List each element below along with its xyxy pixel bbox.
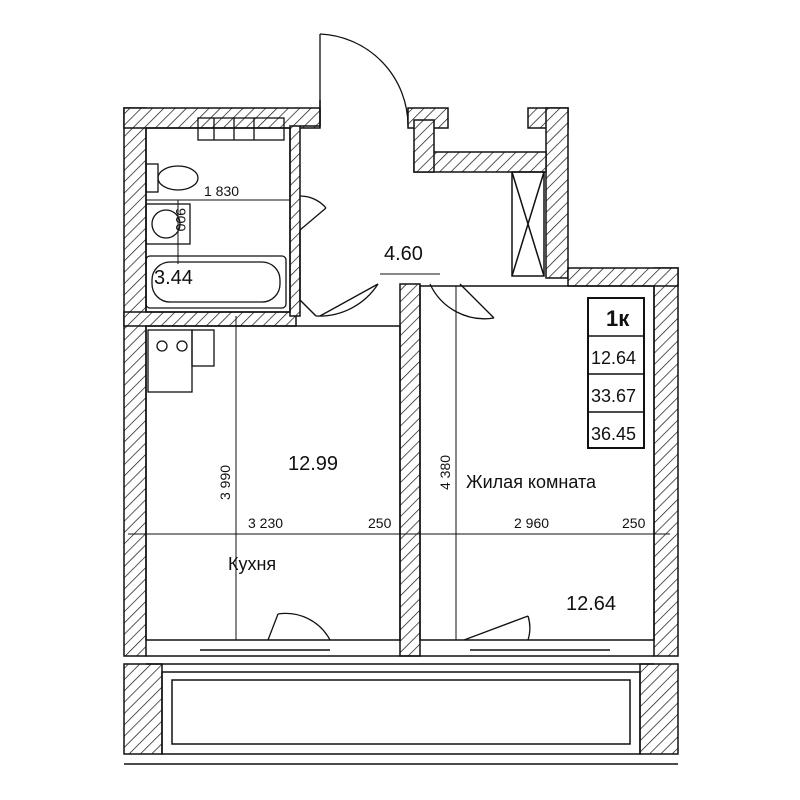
- living-area-value: 12.64: [591, 348, 636, 368]
- bathroom-area: 3.44: [154, 267, 193, 289]
- dim-kitchen-height: 3 990: [217, 465, 233, 500]
- dim-wall-2: 250: [622, 515, 646, 531]
- hallway-area: 4.60: [384, 243, 423, 265]
- living-room-name: Жилая комната: [466, 472, 597, 492]
- area-badge: 1к 12.64 33.67 36.45: [587, 297, 645, 449]
- wall-center: [399, 283, 421, 657]
- living-outline: [419, 285, 655, 641]
- bathtub-icon: [145, 255, 287, 309]
- wall-hall-niche-left: [413, 119, 435, 173]
- dim-wall-1: 250: [368, 515, 392, 531]
- kitchen-outline: [145, 325, 401, 641]
- total-area-value: 33.67: [591, 386, 636, 406]
- kitchen-area: 12.99: [288, 453, 338, 475]
- fixtures: [145, 117, 287, 393]
- heated-towel-rail-icon: [197, 117, 285, 141]
- shaft: [511, 171, 545, 277]
- doors: [267, 33, 531, 641]
- total-with-balcony-value: 36.45: [591, 424, 636, 444]
- entry-door-swing: [319, 33, 409, 127]
- apartment-type: 1к: [606, 306, 630, 331]
- room-outlines: [124, 100, 678, 765]
- wall-left: [123, 107, 147, 657]
- balcony-outline: [161, 671, 641, 755]
- wall-hall-right: [545, 107, 569, 279]
- wall-bath-bottom: [123, 311, 297, 327]
- stove-icon: [147, 329, 215, 393]
- wall-right: [653, 267, 679, 657]
- dim-bath-depth: 900: [173, 208, 189, 232]
- dim-bath-width: 1 830: [204, 183, 239, 199]
- living-room-area: 12.64: [566, 593, 616, 615]
- balcony-wall-left: [123, 663, 163, 755]
- balcony-wall-right: [639, 663, 679, 755]
- washbasin-icon: [145, 203, 191, 245]
- labels: 3.44 4.60 12.99 Кухня Жилая комната 12.6…: [154, 183, 646, 615]
- toilet-icon: [145, 163, 199, 193]
- walls: [123, 107, 679, 755]
- dimension-lines: [128, 199, 670, 640]
- dim-kitchen-width: 3 230: [248, 515, 283, 531]
- dim-living-height: 4 380: [437, 455, 453, 490]
- wall-bath-right: [289, 125, 301, 317]
- wall-right-top: [567, 267, 679, 287]
- kitchen-name: Кухня: [228, 554, 276, 574]
- dim-living-width: 2 960: [514, 515, 549, 531]
